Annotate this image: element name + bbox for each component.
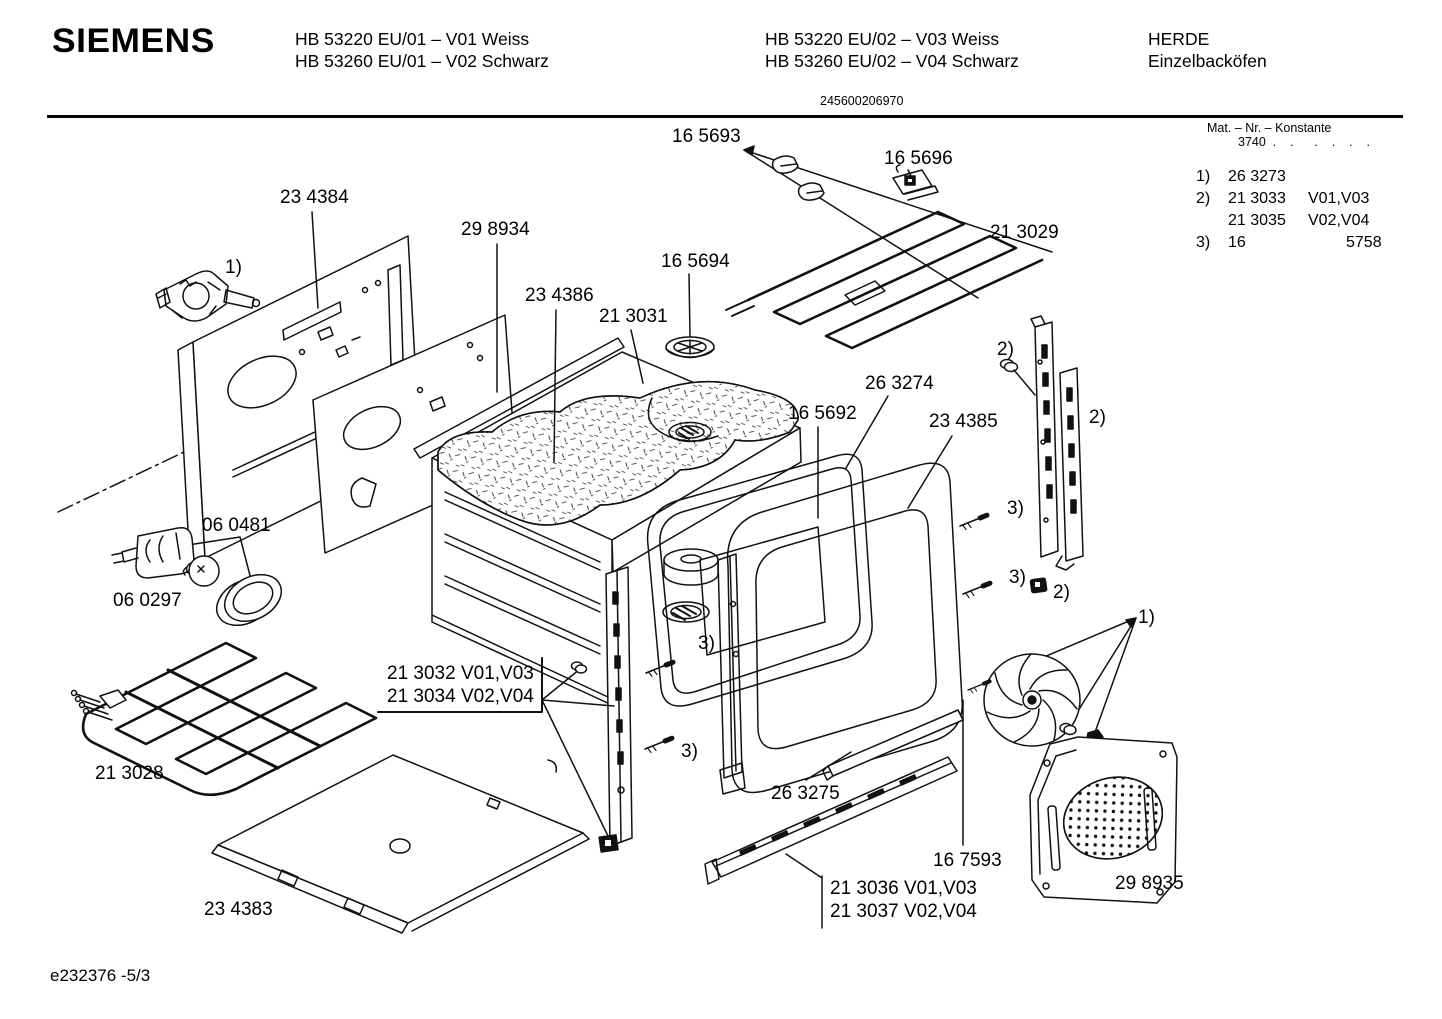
legend-part-2: 21 3033 (1228, 190, 1286, 207)
part-label-16-7593: 16 7593 (933, 850, 1002, 871)
back-cover-drawing (1029, 736, 1178, 904)
ref-label-1-fan: 1) (1138, 607, 1155, 628)
legend-var-2: V01,V03 (1308, 190, 1370, 207)
part-label-21-3028: 21 3028 (95, 763, 164, 784)
lamp-parts-drawing (111, 526, 283, 627)
ref-label-2-nut: 2) (1053, 582, 1070, 603)
legend-ref-4: 3) (1196, 234, 1211, 251)
model-line-4: HB 53260 EU/02 – V04 Schwarz (765, 51, 1019, 71)
model-line-3: HB 53220 EU/02 – V03 Weiss (765, 29, 1000, 49)
legend-ref-2: 2) (1196, 190, 1211, 207)
part-label-16-5692: 16 5692 (788, 403, 857, 424)
fan-wheel-drawing (968, 617, 1137, 747)
ref-label-1-lock: 1) (225, 257, 242, 278)
ref-label-3-door-right-lower: 3) (1009, 567, 1026, 588)
hinge-column-drawing (598, 566, 633, 853)
ref-label-2-rail-right: 2) (1089, 407, 1106, 428)
part-label-29-8935: 29 8935 (1115, 873, 1184, 894)
part-label-16-5696: 16 5696 (884, 148, 953, 169)
part-label-21-3031: 21 3031 (599, 306, 668, 327)
model-line-1: HB 53220 EU/01 – V01 Weiss (295, 29, 530, 49)
legend-part-4: 16 (1228, 234, 1246, 251)
part-label-23-4385: 23 4385 (929, 411, 998, 432)
ref-label-3-door-right-upper: 3) (1007, 498, 1024, 519)
part-label-21-3034: 21 3034 V02,V04 (387, 686, 534, 707)
legend-constant: 3740 . . . . . . (1238, 135, 1370, 149)
hinge-rails-drawing (999, 315, 1084, 594)
part-label-26-3274: 26 3274 (865, 373, 934, 394)
part-label-21-3036: 21 3036 V01,V03 (830, 878, 977, 899)
part-label-26-3275: 26 3275 (771, 783, 840, 804)
vent-cap-drawing (665, 273, 715, 359)
legend-var-3: V02,V04 (1308, 212, 1370, 229)
header-rule (47, 115, 1403, 118)
bottom-panel-drawing (211, 754, 590, 934)
part-label-29-8934: 29 8934 (461, 219, 530, 240)
ref-label-3-door-left-lower: 3) (681, 741, 698, 762)
part-label-23-4386: 23 4386 (525, 285, 594, 306)
part-label-23-4383: 23 4383 (204, 899, 273, 920)
drawing-number: e232376 -5/3 (50, 966, 151, 985)
door-lock-drawing (155, 270, 261, 322)
part-label-06-0297: 06 0297 (113, 590, 182, 611)
legend-part-1: 26 3273 (1228, 168, 1286, 185)
model-line-2: HB 53260 EU/01 – V02 Schwarz (295, 51, 549, 71)
lower-heating-element-drawing (70, 641, 378, 797)
legend-var-4: 5758 (1346, 234, 1382, 251)
part-label-21-3029: 21 3029 (990, 222, 1059, 243)
ref-label-2-rail-top: 2) (997, 339, 1014, 360)
part-label-16-5694: 16 5694 (661, 251, 730, 272)
siemens-logo: SIEMENS (52, 22, 215, 60)
oven-door-drawing (717, 462, 963, 795)
legend-title: Mat. – Nr. – Konstante (1207, 121, 1332, 135)
part-label-06-0481: 06 0481 (202, 515, 271, 536)
door-bottom-strips-drawing (704, 699, 964, 929)
subcategory-label: Einzelbacköfen (1148, 51, 1267, 71)
legend-part-3: 21 3035 (1228, 212, 1286, 229)
leader-lines (553, 169, 953, 519)
category-label: HERDE (1148, 29, 1210, 49)
document-number: 245600206970 (820, 94, 904, 108)
legend-ref-1: 1) (1196, 168, 1211, 185)
label-bracket-lines (377, 657, 615, 837)
part-label-21-3037: 21 3037 V02,V04 (830, 901, 977, 922)
part-label-16-5693: 16 5693 (672, 126, 741, 147)
part-label-21-3032: 21 3032 V01,V03 (387, 663, 534, 684)
inner-door-frame-drawing (646, 453, 873, 707)
ref-label-3-door-left-upper: 3) (698, 633, 715, 654)
oven-cavity-drawing (413, 337, 802, 706)
clips-drawing (743, 145, 1053, 299)
part-label-23-4384: 23 4384 (280, 187, 349, 208)
